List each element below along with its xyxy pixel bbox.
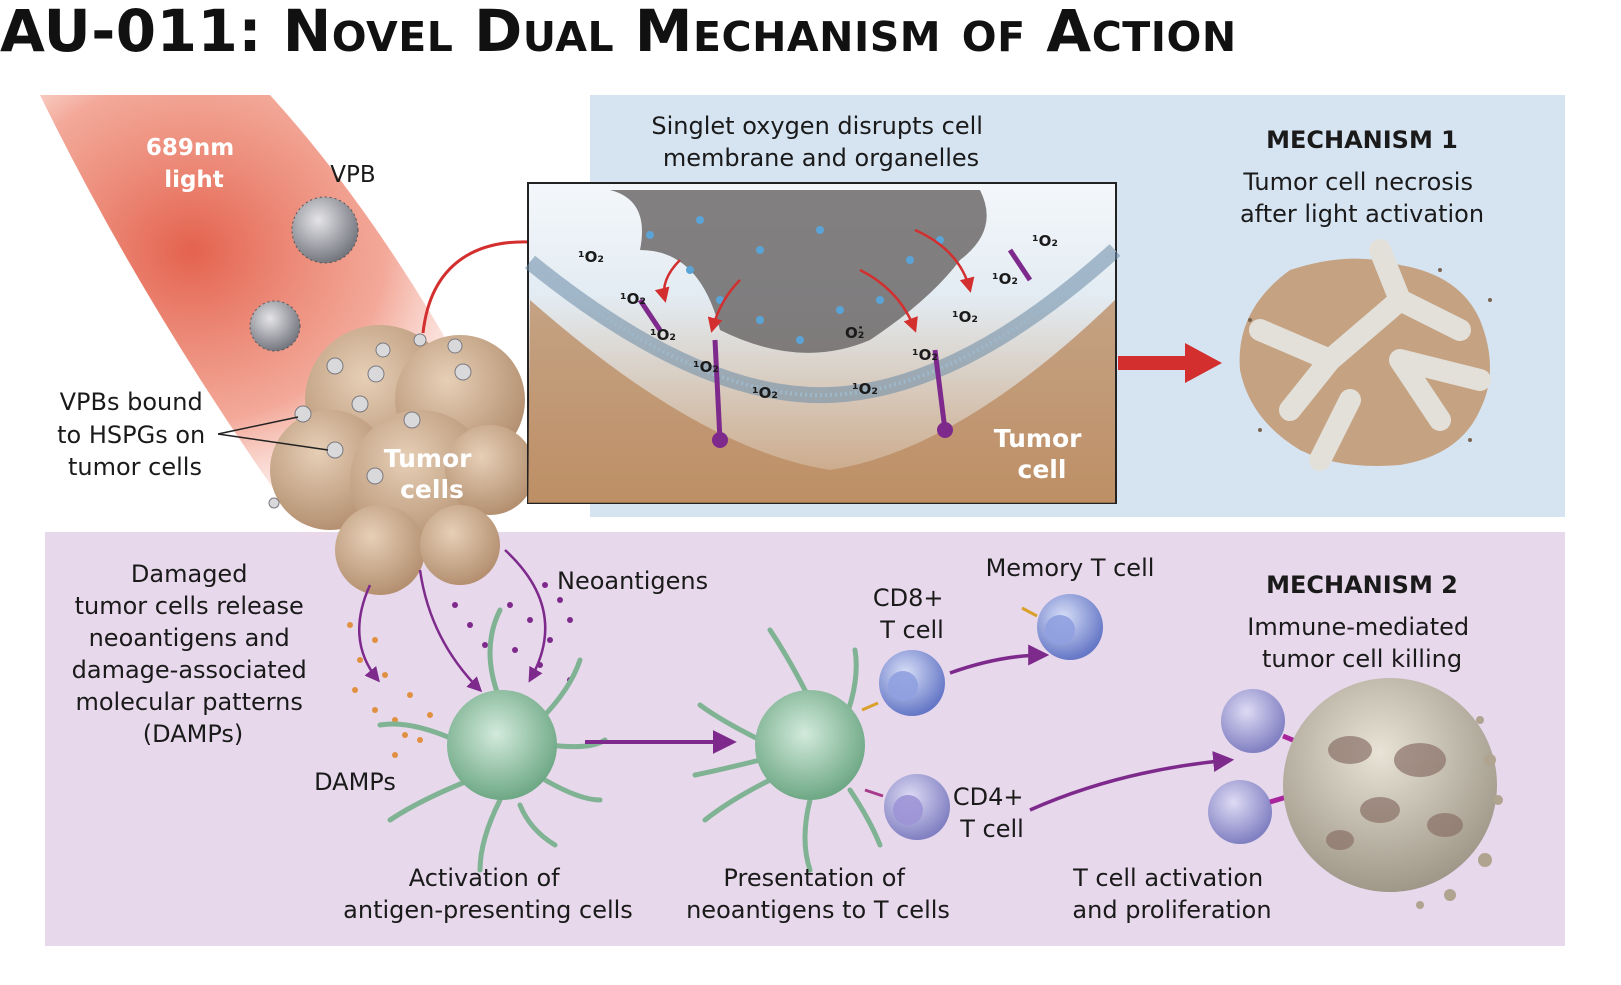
singlet-oxygen-symbol: ¹O₂ (1032, 232, 1058, 250)
singlet-oxygen-symbol: ¹O₂ (852, 380, 878, 398)
cd4-t-cell (864, 774, 950, 840)
tumor-cells-label: Tumor cells (384, 444, 480, 504)
antigen-presenting-cell (377, 607, 608, 873)
presentation-label: Presentation of neoantigens to T cells (686, 864, 950, 924)
release-arrow (418, 569, 483, 693)
vpb-particle (249, 300, 301, 352)
vpb-particle (291, 196, 359, 264)
singlet-oxygen-symbol: ¹O₂ (992, 270, 1018, 288)
damp-particles (347, 622, 433, 758)
tumor-cell-inset-label: Tumor cell (994, 424, 1090, 484)
singlet-oxygen-symbol: ¹O₂ (650, 326, 676, 344)
singlet-oxygen-symbol: ¹O₂ (578, 248, 604, 266)
pointer-line (217, 416, 299, 435)
cd4-label: CD4+ T cell (953, 783, 1031, 843)
mechanism1-description: Tumor cell necrosis after light activati… (1240, 168, 1484, 228)
dying-tumor-cell (1283, 678, 1503, 909)
page-title: AU-011: Novel Dual Mechanism of Action (0, 0, 1237, 65)
neoantigen-particles (452, 582, 573, 683)
membrane-inset (524, 182, 1121, 504)
red-block-arrow (1118, 343, 1222, 383)
t-cell-activation-label: T cell activation and proliferation (1072, 864, 1271, 924)
singlet-oxygen-symbol: ¹O₂ (693, 358, 719, 376)
mechanism1-heading: MECHANISM 1 (1266, 126, 1458, 154)
vpb-label: VPB (330, 162, 375, 188)
singlet-oxygen-label: Singlet oxygen disrupts cell membrane an… (651, 112, 990, 172)
activation-arrow (1029, 751, 1235, 812)
singlet-oxygen-symbol: ¹O₂ (912, 346, 938, 364)
memory-arrow (949, 644, 1050, 675)
mechanism2-description: Immune-mediated tumor cell killing (1247, 613, 1477, 673)
tumor-cell-cluster (268, 325, 535, 595)
cd8-label: CD8+ T cell (873, 584, 951, 644)
singlet-oxygen-symbol: ¹O₂ (620, 290, 646, 308)
release-arrow (358, 584, 380, 683)
vpbs-bound-label: VPBs bound to HSPGs on tumor cells (57, 388, 213, 481)
cd8-t-cell (861, 650, 945, 716)
apc-activation-label: Activation of antigen-presenting cells (343, 864, 633, 924)
singlet-oxygen-symbol: ¹O₂ (752, 384, 778, 402)
pointer-line (217, 433, 329, 451)
light-label: 689nm light (146, 135, 242, 193)
damps-label: DAMPs (314, 768, 396, 796)
memory-t-cell-label: Memory T cell (986, 554, 1155, 582)
singlet-oxygen-symbol: ¹O₂ (952, 308, 978, 326)
memory-t-cell (1021, 594, 1103, 660)
necrotic-tumor-cell (1239, 239, 1492, 471)
damaged-cells-label: Damaged tumor cells release neoantigens … (72, 560, 315, 748)
neoantigens-label: Neoantigens (557, 567, 708, 595)
superoxide-symbol: O₂̇ (845, 324, 864, 342)
antigen-presenting-cell (692, 627, 883, 873)
mechanism2-heading: MECHANISM 2 (1266, 571, 1458, 599)
